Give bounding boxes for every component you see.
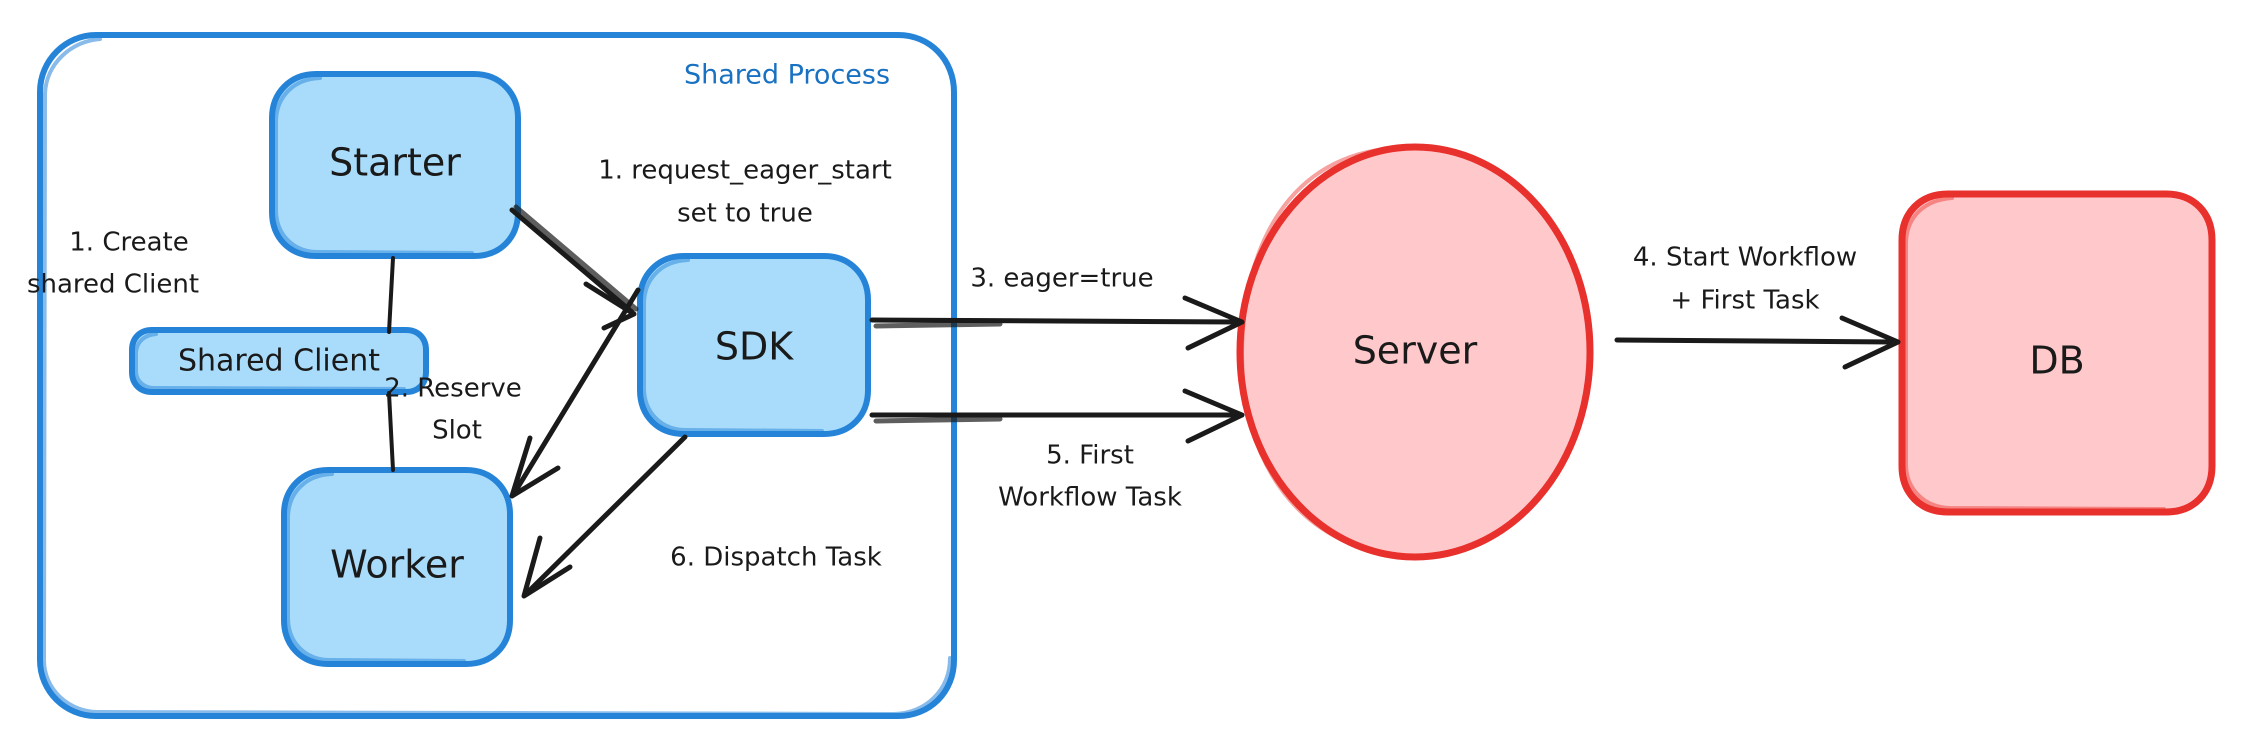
sdk-outline: [637, 253, 871, 437]
edge-sdk-to-server-eager: 3. eager=true: [869, 264, 1245, 351]
starter-label: Starter: [329, 141, 461, 185]
shared-client-outline: [129, 327, 429, 395]
edge-sdk-to-worker-dispatch: 6. Dispatch Task: [521, 434, 882, 599]
edge6-arrowhead: [521, 535, 573, 599]
node-db[interactable]: DB: [1898, 190, 2216, 516]
edge5-arrowhead: [1182, 388, 1245, 444]
node-worker[interactable]: Worker: [281, 467, 513, 667]
starter-outline: [269, 71, 521, 259]
edge2-line: [512, 287, 641, 495]
node-shared-client[interactable]: Shared Client: [129, 327, 429, 395]
shared-process-title: Shared Process: [684, 60, 890, 91]
shared-client-outline-sketch: [134, 332, 406, 391]
link-shared-client-to-worker: [387, 391, 395, 472]
server-outline-sketch: [1239, 146, 1412, 558]
server-label: Server: [1353, 329, 1478, 373]
server-outline: [1236, 143, 1594, 561]
edge5-label-line2: Workflow Task: [998, 483, 1182, 513]
sdk-outline-sketch: [642, 258, 824, 433]
server-shape: [1240, 147, 1590, 557]
edge-starter-sharedclient-worker: [387, 256, 395, 472]
db-shape: [1902, 194, 2212, 512]
link-starter-to-shared-client: [387, 256, 395, 334]
shared-client-label: Shared Client: [178, 344, 380, 379]
edge-server-to-db: 4. Start Workflow + First Task: [1614, 243, 1901, 370]
edge3-label: 3. eager=true: [970, 264, 1153, 294]
shared-process-border-sketch: [41, 37, 952, 716]
db-label: DB: [2029, 339, 2084, 383]
edge3-line-sketch: [873, 321, 1003, 329]
group-shared-process[interactable]: Shared Process: [37, 32, 957, 719]
edge-label-create-shared-client: 1. Create shared Client: [27, 228, 199, 300]
db-outline-sketch: [1904, 196, 2166, 511]
starter-outline-sketch: [274, 76, 474, 255]
edge1-line-sketch: [513, 204, 639, 312]
edge6-label: 6. Dispatch Task: [670, 543, 882, 573]
starter-shape: [272, 74, 518, 256]
node-server[interactable]: Server: [1236, 143, 1594, 561]
edge4-arrowhead: [1839, 315, 1901, 370]
edge3-arrowhead: [1182, 295, 1245, 351]
edge1-label-line1: 1. request_eager_start: [598, 156, 892, 186]
shared-process-border: [37, 32, 957, 719]
worker-label: Worker: [330, 543, 464, 587]
edge3-line: [869, 317, 1241, 325]
edge4-line: [1614, 337, 1897, 345]
edge2-arrowhead: [509, 435, 561, 499]
edge4-label-line1: 4. Start Workflow: [1633, 243, 1857, 273]
edge6-line: [525, 434, 688, 595]
edge-label-create-line2: shared Client: [27, 270, 199, 300]
shared-client-shape: [132, 330, 426, 392]
node-sdk[interactable]: SDK: [637, 253, 871, 437]
edge-starter-to-sdk: 1. request_eager_start set to true: [509, 156, 892, 331]
worker-outline: [281, 467, 513, 667]
db-outline: [1898, 190, 2216, 516]
edge5-line-sketch: [873, 416, 1003, 424]
edge-sdk-to-server-firsttask: 5. First Workflow Task: [869, 388, 1245, 513]
edge5-label-line1: 5. First: [1046, 441, 1134, 471]
edge-label-create-line1: 1. Create: [69, 228, 188, 258]
edge2-label-line2: Slot: [432, 416, 482, 446]
node-starter[interactable]: Starter: [269, 71, 521, 259]
sdk-shape: [640, 256, 868, 434]
edge1-label-line2: set to true: [677, 199, 813, 229]
edge2-label-line1: 2. Reserve: [384, 374, 522, 404]
sdk-label: SDK: [715, 325, 794, 369]
worker-outline-sketch: [286, 472, 466, 663]
worker-shape: [284, 470, 510, 664]
edge1-line: [509, 207, 635, 315]
edge-sdk-to-worker-reserve: 2. Reserve Slot: [384, 287, 641, 499]
edge4-label-line2: + First Task: [1670, 286, 1819, 316]
